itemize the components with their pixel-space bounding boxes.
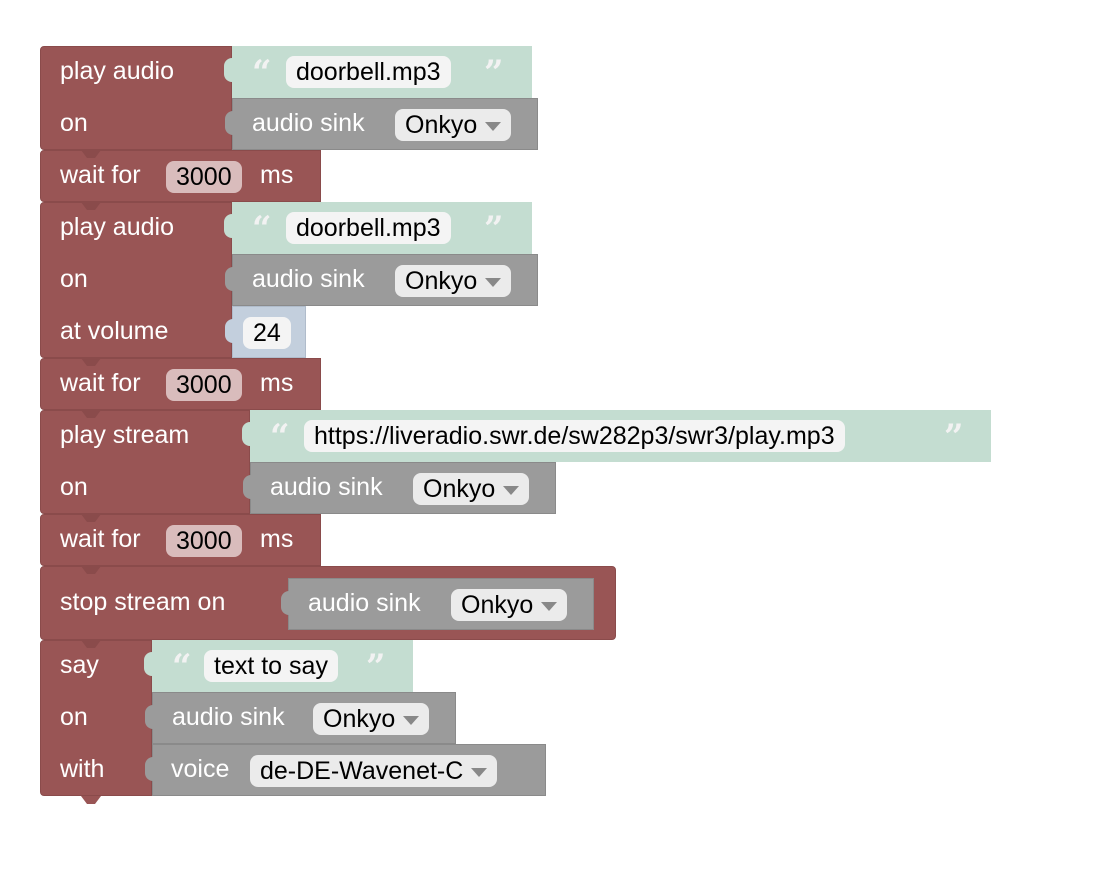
dropdown-arrow-icon — [541, 601, 558, 611]
dropdown-arrow-icon — [403, 715, 420, 725]
play-audio-label: play audio — [60, 213, 174, 241]
stop-stream-on-label: stop stream on — [60, 588, 226, 616]
text-block[interactable]: “ doorbell.mp3 ” — [224, 202, 532, 254]
close-quote-icon: ” — [366, 647, 386, 687]
voice-dropdown[interactable]: de-DE-Wavenet-C — [250, 755, 498, 787]
wait-block[interactable]: wait for 3000 ms — [40, 514, 321, 566]
audio-sink-label: audio sink — [252, 109, 365, 137]
text-block[interactable]: “ text to say ” — [144, 640, 413, 692]
wait-ms-field[interactable]: 3000 — [166, 525, 242, 557]
sink-value: Onkyo — [423, 475, 496, 503]
audio-sink-label: audio sink — [308, 589, 421, 617]
voice-label: voice — [171, 755, 230, 783]
say-text-field[interactable]: text to say — [204, 650, 338, 682]
at-volume-label: at volume — [60, 317, 169, 345]
dropdown-arrow-icon — [485, 121, 502, 131]
filename-field[interactable]: doorbell.mp3 — [286, 56, 451, 88]
play-audio-block[interactable]: play audio on — [40, 46, 232, 150]
on-label: on — [60, 109, 88, 137]
sink-dropdown[interactable]: Onkyo — [395, 109, 512, 141]
wait-block[interactable]: wait for 3000 ms — [40, 358, 321, 410]
wait-for-label: wait for — [60, 525, 141, 553]
say-block[interactable]: say on with — [40, 640, 152, 804]
dropdown-arrow-icon — [503, 485, 520, 495]
text-block[interactable]: “ https://liveradio.swr.de/sw282p3/swr3/… — [242, 410, 991, 462]
sink-value: Onkyo — [405, 267, 478, 295]
wait-ms-field[interactable]: 3000 — [166, 369, 242, 401]
on-label: on — [60, 473, 88, 501]
wait-for-label: wait for — [60, 161, 141, 189]
sink-value: Onkyo — [405, 111, 478, 139]
ms-label: ms — [260, 369, 294, 397]
say-label: say — [60, 651, 99, 679]
sink-value: Onkyo — [461, 591, 534, 619]
voice-value: de-DE-Wavenet-C — [260, 757, 464, 785]
stream-url-field[interactable]: https://liveradio.swr.de/sw282p3/swr3/pl… — [304, 420, 845, 452]
open-quote-icon: “ — [270, 417, 290, 457]
audio-sink-block[interactable]: audio sink Onkyo — [145, 692, 456, 744]
volume-field[interactable]: 24 — [243, 317, 291, 349]
open-quote-icon: “ — [252, 53, 272, 93]
on-label: on — [60, 265, 88, 293]
dropdown-arrow-icon — [485, 277, 502, 287]
with-label: with — [60, 755, 105, 783]
sink-dropdown[interactable]: Onkyo — [313, 703, 430, 735]
sink-dropdown[interactable]: Onkyo — [451, 589, 568, 621]
wait-ms-field[interactable]: 3000 — [166, 161, 242, 193]
open-quote-icon: “ — [172, 647, 192, 687]
sink-dropdown[interactable]: Onkyo — [395, 265, 512, 297]
number-block[interactable]: 24 — [225, 306, 306, 358]
play-audio-label: play audio — [60, 57, 174, 85]
wait-block[interactable]: wait for 3000 ms — [40, 150, 321, 202]
play-stream-block[interactable]: play stream on — [40, 410, 250, 514]
ms-label: ms — [260, 161, 294, 189]
close-quote-icon: ” — [484, 209, 504, 249]
sink-dropdown[interactable]: Onkyo — [413, 473, 530, 505]
open-quote-icon: “ — [252, 209, 272, 249]
close-quote-icon: ” — [944, 417, 964, 457]
close-quote-icon: ” — [484, 53, 504, 93]
audio-sink-label: audio sink — [252, 265, 365, 293]
sink-value: Onkyo — [323, 705, 396, 733]
dropdown-arrow-icon — [471, 767, 488, 777]
ms-label: ms — [260, 525, 294, 553]
filename-field[interactable]: doorbell.mp3 — [286, 212, 451, 244]
audio-sink-label: audio sink — [172, 703, 285, 731]
on-label: on — [60, 703, 88, 731]
audio-sink-block[interactable]: audio sink Onkyo — [243, 462, 556, 514]
text-block[interactable]: “ doorbell.mp3 ” — [224, 46, 532, 98]
play-audio-volume-block[interactable]: play audio on at volume — [40, 202, 232, 358]
play-stream-label: play stream — [60, 421, 190, 449]
voice-block[interactable]: voice de-DE-Wavenet-C — [145, 744, 546, 796]
audio-sink-block[interactable]: audio sink Onkyo — [225, 254, 538, 306]
audio-sink-block[interactable]: audio sink Onkyo — [281, 578, 594, 630]
audio-sink-label: audio sink — [270, 473, 383, 501]
audio-sink-block[interactable]: audio sink Onkyo — [225, 98, 538, 150]
wait-for-label: wait for — [60, 369, 141, 397]
